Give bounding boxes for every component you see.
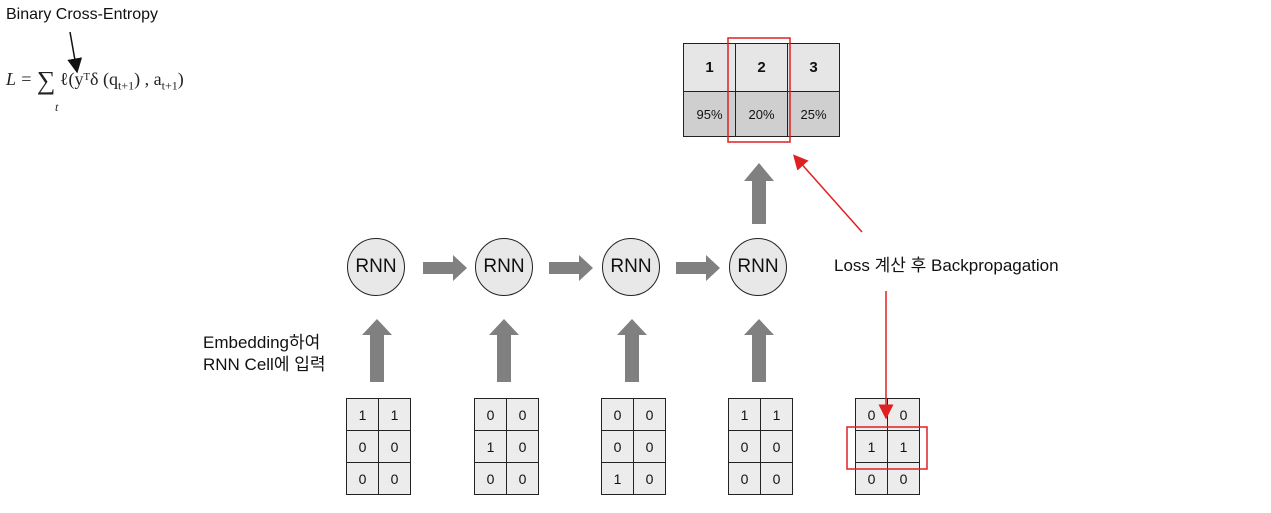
output-table: 1 2 3 95% 20% 25% [683, 43, 840, 137]
formula-lhs: L = [6, 69, 33, 89]
formula-pointer-arrow [67, 31, 83, 74]
up-arrow-2 [489, 319, 519, 382]
grid-cell: 0 [346, 430, 379, 463]
right-arrow-3 [676, 255, 720, 281]
right-arrow-2 [549, 255, 593, 281]
embedding-caption: Embedding하여 RNN Cell에 입력 [203, 332, 325, 376]
output-header-3: 3 [787, 43, 840, 92]
up-arrow-4 [744, 319, 774, 382]
up-arrow-3 [617, 319, 647, 382]
grid-cell: 0 [506, 430, 539, 463]
output-header-1: 1 [683, 43, 736, 92]
grid-cell: 1 [378, 398, 411, 431]
output-value-3: 25% [787, 91, 840, 137]
right-arrow-1 [423, 255, 467, 281]
grid-cell: 0 [601, 430, 634, 463]
backprop-arrow-up [793, 154, 863, 233]
grid-cell: 0 [760, 462, 793, 495]
grid-cell: 1 [855, 430, 888, 463]
grid-cell: 0 [633, 462, 666, 495]
output-value-2: 20% [735, 91, 788, 137]
rnn-cell-3: RNN [602, 238, 660, 296]
up-arrow-1 [362, 319, 392, 382]
formula-sum-index: t [55, 100, 59, 114]
grid-cell: 0 [728, 462, 761, 495]
grid-cell: 0 [728, 430, 761, 463]
grid-cell: 0 [601, 398, 634, 431]
grid-cell: 0 [506, 462, 539, 495]
grid-cell: 1 [601, 462, 634, 495]
embedding-caption-line1: Embedding하여 [203, 333, 321, 352]
rnn-cell-1: RNN [347, 238, 405, 296]
up-arrow-output [744, 163, 774, 224]
grid-cell: 0 [474, 462, 507, 495]
grid-cell: 1 [887, 430, 920, 463]
formula-sum: ∑ [36, 66, 56, 95]
grid-cell: 1 [474, 430, 507, 463]
rnn-cell-4: RNN [729, 238, 787, 296]
grid-cell: 0 [633, 398, 666, 431]
formula-q-sub: t+1 [118, 78, 135, 93]
loss-formula: L = ∑t ℓ(yᵀδ (qt+1) , at+1) [6, 66, 184, 114]
grid-cell: 0 [506, 398, 539, 431]
rnn-cell-2: RNN [475, 238, 533, 296]
grid-cell: 0 [378, 462, 411, 495]
grid-cell: 0 [346, 462, 379, 495]
output-header-2: 2 [735, 43, 788, 92]
grid-cell: 0 [633, 430, 666, 463]
loss-title: Binary Cross-Entropy [6, 6, 159, 23]
output-highlight-box [727, 37, 791, 143]
embedding-caption-line2: RNN Cell에 입력 [203, 355, 326, 374]
backprop-note: Loss 계산 후 Backpropagation [834, 256, 1059, 275]
formula-end: ) [177, 69, 184, 89]
target-highlight-box [846, 426, 928, 470]
grid-cell: 0 [378, 430, 411, 463]
formula-body: ℓ(yᵀδ (q [59, 69, 119, 89]
grid-cell: 0 [887, 462, 920, 495]
formula-a-sub: t+1 [161, 78, 178, 93]
formula-mid: ) , a [134, 69, 162, 89]
grid-cell: 0 [855, 462, 888, 495]
grid-cell: 1 [728, 398, 761, 431]
